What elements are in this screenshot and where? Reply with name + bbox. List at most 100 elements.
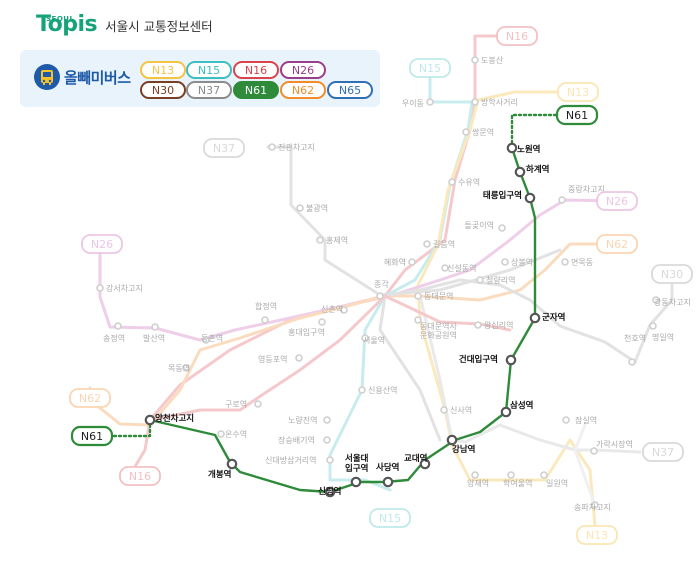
- stop-노량진역[interactable]: 노량진역: [288, 415, 331, 425]
- stop-청량리역[interactable]: 청량리역: [476, 275, 515, 285]
- route-tag-n16[interactable]: N16: [119, 466, 161, 486]
- route-chip-n37[interactable]: N37: [186, 81, 232, 99]
- stop-홍대입구역[interactable]: 홍대입구역: [288, 318, 326, 337]
- stop-label: 교대역: [404, 453, 427, 464]
- route-tag-n13[interactable]: N13: [576, 525, 618, 545]
- route-tag-n61[interactable]: N61: [70, 425, 114, 447]
- route-tag-n15[interactable]: N15: [369, 508, 411, 528]
- stop-쌍문역[interactable]: 쌍문역: [462, 127, 494, 137]
- active-stop-개봉역[interactable]: 개봉역: [208, 458, 238, 480]
- stop-돌곶이역[interactable]: 돌곶이역: [465, 220, 506, 232]
- stop-등촌역[interactable]: 등촌역: [201, 333, 223, 344]
- active-stop-양천차고지[interactable]: 양천차고지: [144, 413, 194, 426]
- route-tag-n26[interactable]: N26: [596, 191, 638, 211]
- route-tag-n15[interactable]: N15: [409, 58, 451, 78]
- route-chip-n26[interactable]: N26: [280, 61, 326, 79]
- stop-label: 신설동역: [447, 263, 476, 273]
- stop-목동역[interactable]: 목동역: [168, 363, 190, 373]
- route-tag-n30[interactable]: N30: [651, 264, 693, 284]
- stop-label: 구로역: [225, 399, 247, 409]
- active-stop-태릉입구역[interactable]: 태릉입구역: [483, 190, 536, 204]
- route-tag-label: N13: [567, 86, 589, 99]
- route-chip-n30[interactable]: N30: [140, 81, 186, 99]
- active-stop-하계역[interactable]: 하계역: [514, 164, 550, 178]
- stop-왕십리역[interactable]: 왕십리역: [474, 320, 513, 330]
- stop-홍제역[interactable]: 홍제역: [316, 235, 348, 245]
- route-chip-n13[interactable]: N13: [140, 61, 186, 79]
- stop-천호역[interactable]: 천호역: [624, 333, 646, 366]
- active-stop-건대입구역[interactable]: 건대입구역: [459, 354, 517, 366]
- stop-면목동[interactable]: 면목동: [561, 257, 593, 267]
- stop-신설동역[interactable]: 신설동역: [441, 263, 476, 273]
- stop-label: 온수역: [225, 429, 247, 439]
- stop-marker: [441, 264, 449, 272]
- stop-명일역[interactable]: 명일역: [649, 322, 674, 342]
- route-tag-n26[interactable]: N26: [81, 234, 123, 254]
- stop-구로역[interactable]: 구로역: [225, 399, 262, 409]
- stop-신사역[interactable]: 신사역: [440, 405, 472, 415]
- stop-학여울역[interactable]: 학여울역: [503, 471, 532, 488]
- stop-일원역[interactable]: 일원역: [540, 471, 568, 488]
- active-stop-신림역[interactable]: 신림역: [318, 486, 341, 498]
- stop-양재역[interactable]: 양재역: [467, 471, 489, 488]
- stop-잠실역[interactable]: 잠실역: [562, 415, 597, 425]
- active-stop-강남역[interactable]: 강남역: [446, 434, 476, 455]
- route-tag-n62[interactable]: N62: [69, 388, 111, 408]
- stop-우이동[interactable]: 우이동: [402, 98, 434, 108]
- stop-송정역[interactable]: 송정역: [103, 322, 125, 343]
- stop-label: 하계역: [526, 164, 549, 175]
- route-tag-n13[interactable]: N13: [557, 82, 599, 102]
- route-tag-n16[interactable]: N16: [496, 26, 538, 46]
- route-tag-n61[interactable]: N61: [555, 104, 599, 126]
- stop-방학사거리[interactable]: 방학사거리: [471, 97, 518, 107]
- stop-신용산역[interactable]: 신용산역: [358, 385, 397, 395]
- stop-서울역[interactable]: 서울역: [361, 334, 385, 345]
- stop-marker: [151, 323, 159, 331]
- stop-강동차고지[interactable]: 강동차고지: [652, 296, 691, 307]
- stop-길음역[interactable]: 길음역: [423, 239, 455, 249]
- route-chip-n15[interactable]: N15: [186, 61, 232, 79]
- stop-영등포역[interactable]: 영등포역: [258, 354, 303, 364]
- stop-장승배기역[interactable]: 장승배기역: [278, 435, 331, 445]
- route-tag-n37[interactable]: N37: [642, 442, 684, 462]
- active-stop-군자역[interactable]: 군자역: [529, 312, 566, 324]
- stop-강서차고지[interactable]: 강서차고지: [96, 283, 143, 293]
- stop-label: 쌍문역: [472, 127, 494, 137]
- stop-가락시장역[interactable]: 가락시장역: [590, 439, 633, 455]
- stop-marker: [507, 471, 515, 479]
- route-line-misc-faded: [418, 294, 642, 454]
- route-chip-n62[interactable]: N62: [280, 81, 326, 99]
- stop-불광역[interactable]: 불광역: [296, 203, 328, 213]
- stop-label: 강서차고지: [106, 283, 143, 293]
- stop-진관차고지[interactable]: 진관차고지: [268, 142, 315, 152]
- route-chip-n16[interactable]: N16: [233, 61, 279, 79]
- stop-동대문역[interactable]: 동대문역: [414, 291, 453, 301]
- active-stop-삼성역[interactable]: 삼성역: [500, 400, 534, 418]
- stop-종각[interactable]: 종각: [374, 279, 389, 300]
- stop-중랑차고지[interactable]: 중랑차고지: [558, 184, 605, 204]
- route-chip-n61[interactable]: N61: [233, 81, 279, 99]
- route-chip-n65[interactable]: N65: [327, 81, 373, 99]
- stop-합정역[interactable]: 합정역: [255, 301, 277, 324]
- topis-logo[interactable]: SEOUL Topis: [36, 14, 98, 36]
- active-stop-노원역[interactable]: 노원역: [506, 142, 541, 155]
- stop-수유역[interactable]: 수유역: [448, 177, 480, 187]
- route-tag-n37[interactable]: N37: [203, 138, 245, 158]
- stop-발산역[interactable]: 발산역: [143, 323, 165, 343]
- stop-marker: [561, 258, 569, 266]
- active-stop-사당역[interactable]: 사당역: [376, 462, 399, 488]
- stop-신대방삼거리역[interactable]: 신대방삼거리역: [265, 455, 334, 465]
- stop-신촌역[interactable]: 신촌역: [321, 304, 348, 314]
- stop-온수역[interactable]: 온수역: [217, 429, 247, 439]
- stop-marker: [296, 204, 304, 212]
- stop-혜화역[interactable]: 혜화역: [384, 257, 416, 267]
- stop-송파차고지[interactable]: 송파차고지: [574, 501, 611, 512]
- stop-도봉산[interactable]: 도봉산: [471, 55, 504, 65]
- stop-marker: [408, 258, 416, 266]
- route-tag-n62[interactable]: N62: [596, 234, 638, 254]
- stop-상봉역[interactable]: 상봉역: [501, 257, 533, 267]
- active-stop-교대역[interactable]: 교대역: [404, 453, 431, 470]
